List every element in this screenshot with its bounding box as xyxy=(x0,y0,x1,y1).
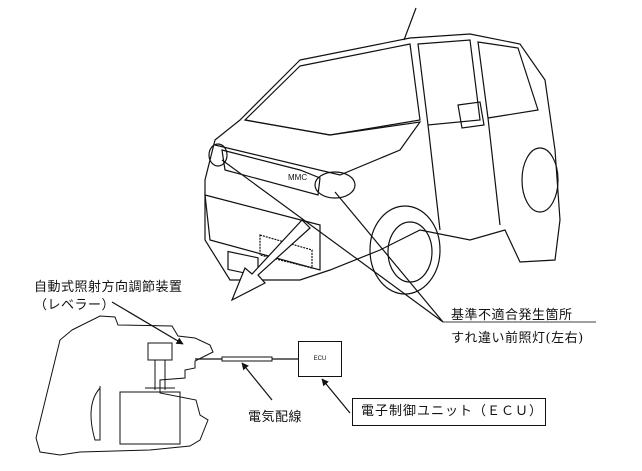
grille xyxy=(221,149,321,196)
wiring-label: 電気配線 xyxy=(248,410,303,425)
hood xyxy=(214,119,422,176)
leveler-sub-label: （レベラー） xyxy=(34,298,116,313)
ecu-arrow xyxy=(321,378,351,414)
ecu-full-label: 電子制御ユニット（ＥＣＵ） xyxy=(352,398,546,426)
headlamp-unit-drawing xyxy=(35,315,214,456)
side-window-front xyxy=(417,39,481,126)
antenna xyxy=(403,7,417,41)
headlight-right xyxy=(314,171,356,199)
badge: MMC xyxy=(288,173,307,182)
direction-arrow-icon xyxy=(230,219,311,302)
leader-line xyxy=(221,159,444,323)
windshield xyxy=(243,43,421,136)
leveler-arrow xyxy=(111,301,184,345)
wiring-arrow xyxy=(241,362,273,401)
door-line-2 xyxy=(487,117,501,226)
lamp-body xyxy=(119,391,181,445)
lamp-reflector xyxy=(90,386,101,441)
lower-grille xyxy=(259,234,313,269)
leveler-title-label: 自動式照射方向調節装置 xyxy=(34,280,183,295)
headlight-left xyxy=(208,143,228,167)
side-window-rear xyxy=(477,41,539,119)
defect-location-label: 基準不適合発生箇所 xyxy=(451,308,573,323)
bumper xyxy=(204,194,321,271)
leader-line xyxy=(334,191,444,323)
headlamp-label: すれ違い前照灯(左右) xyxy=(451,331,584,346)
front-wheel-inner xyxy=(387,221,433,283)
mirror xyxy=(457,101,485,129)
door-line xyxy=(427,124,441,231)
rear-wheel xyxy=(521,147,559,213)
leveler-motor xyxy=(145,342,175,390)
ecu-box: ECU xyxy=(298,341,342,377)
wire-harness xyxy=(221,356,273,362)
